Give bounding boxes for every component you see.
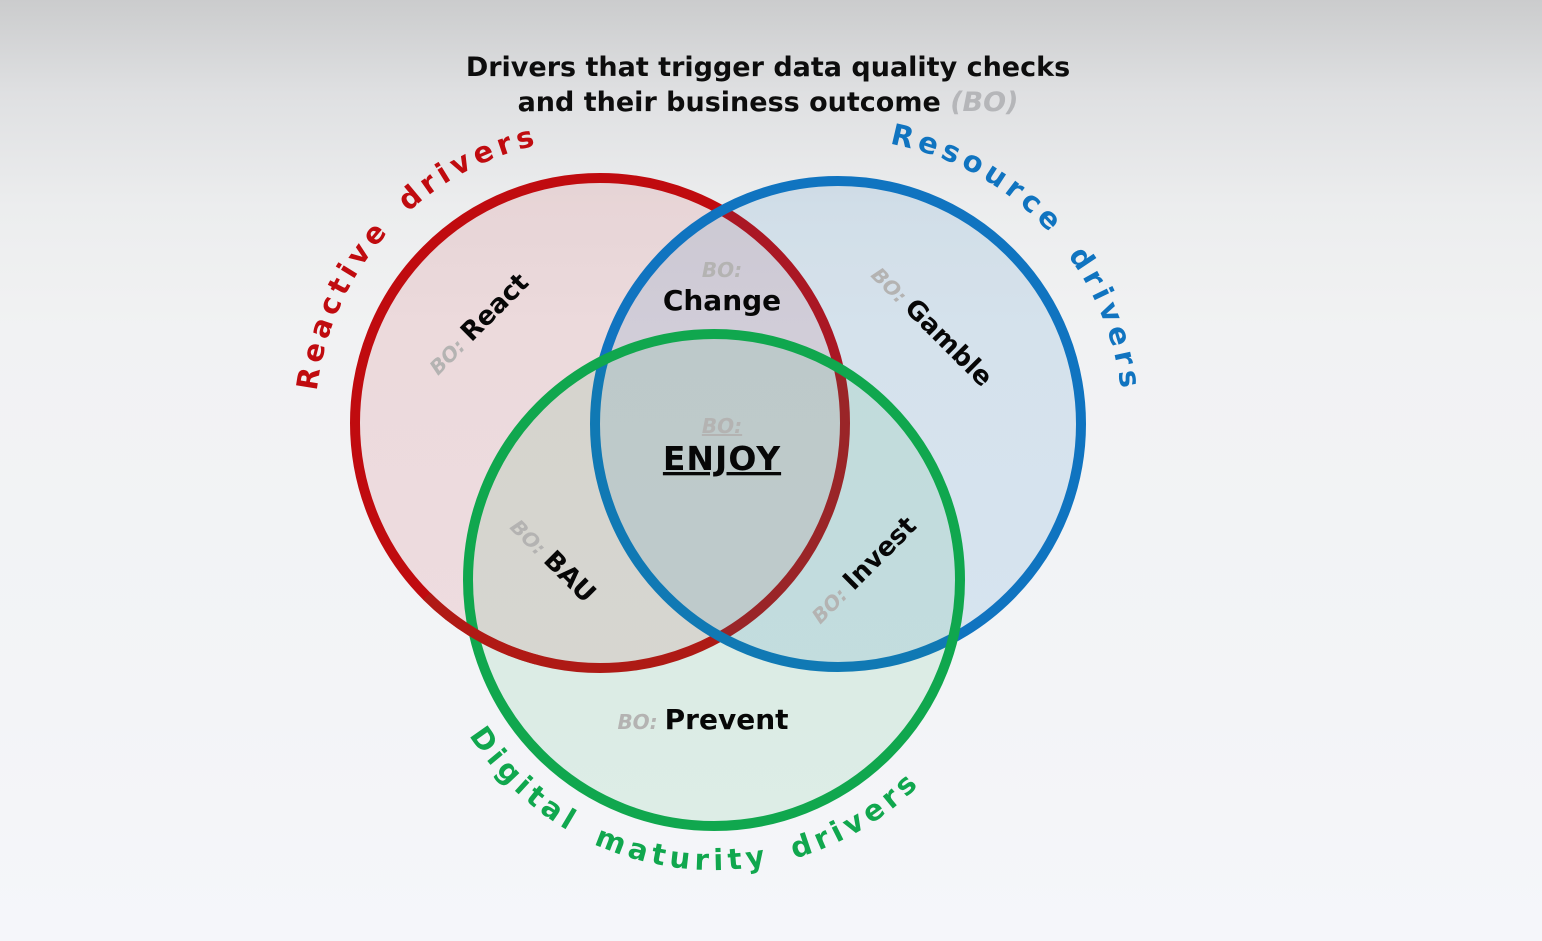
prevent-outcome: Prevent xyxy=(665,703,789,736)
digital-maturity-circle xyxy=(463,329,965,831)
enjoy-outcome: ENJOY xyxy=(663,439,781,478)
enjoy-bo-prefix: BO: xyxy=(702,414,742,438)
region-prevent-label: BO: Prevent xyxy=(617,703,788,736)
change-outcome: Change xyxy=(663,284,781,317)
diagram-title-line1: Drivers that trigger data quality checks xyxy=(466,52,1070,83)
diagram-title-bo-abbrev: (BO) xyxy=(941,87,1019,118)
reactive-circle-overlap-arc xyxy=(423,592,538,665)
prevent-bo-prefix: BO: xyxy=(617,710,664,734)
change-bo-prefix: BO: xyxy=(702,258,742,282)
diagram-title-line2-text: and their business outcome xyxy=(518,87,941,118)
diagram-title-line2: and their business outcome (BO) xyxy=(518,87,1019,118)
